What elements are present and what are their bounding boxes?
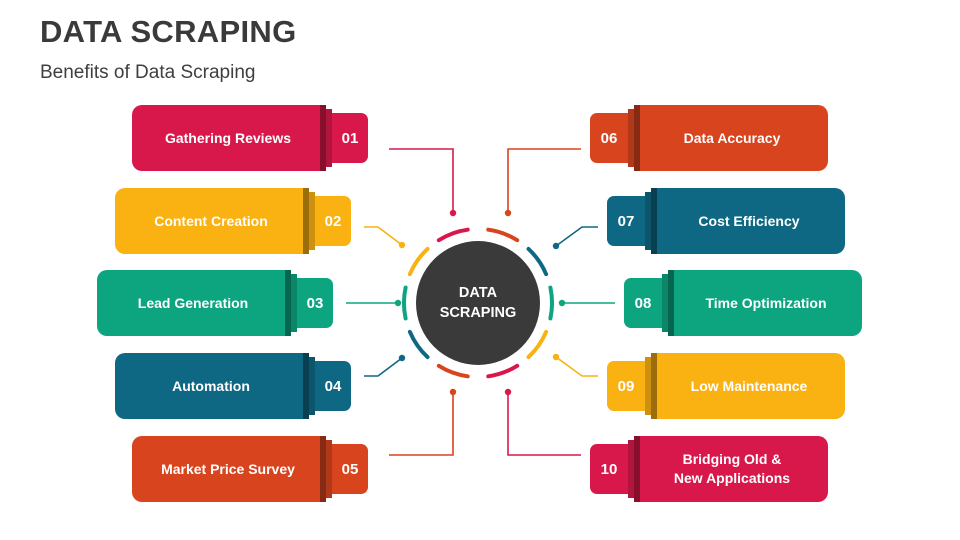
connector-dot-6 — [504, 209, 512, 217]
left-item-2-stripe-inner — [309, 192, 315, 250]
left-item-1-label: Gathering Reviews — [164, 129, 292, 146]
left-item-2-number-badge: 02 — [315, 196, 351, 246]
left-item-4-number: 04 — [324, 377, 342, 395]
connector-line-4 — [364, 357, 403, 377]
right-item-1-stripe-inner — [628, 109, 634, 167]
right-item-3-card: Time Optimization — [670, 270, 862, 336]
right-item-4-stripe-outer — [651, 353, 657, 419]
right-item-5-number-badge: 10 — [590, 444, 628, 494]
right-item-1-stripe-outer — [634, 105, 640, 171]
right-item-5-stripe-inner — [628, 440, 634, 498]
right-item-1-label: Data Accuracy — [683, 129, 781, 146]
right-item-5-number: 10 — [600, 460, 618, 478]
arc-segment-6 — [486, 363, 520, 379]
left-item-3-stripe-inner — [291, 274, 297, 332]
connector-dot-9 — [552, 353, 560, 361]
right-item-1-number-badge: 06 — [590, 113, 628, 163]
left-item-1-number-badge: 01 — [332, 113, 368, 163]
left-item-3-label: Lead Generation — [137, 294, 249, 311]
arc-segment-7 — [436, 363, 470, 379]
left-item-4-stripe-outer — [303, 353, 309, 419]
right-item-5-label: Bridging Old & New Applications — [673, 451, 791, 486]
connector-dot-10 — [504, 388, 512, 396]
right-item-2-number: 07 — [617, 212, 635, 230]
arc-segment-3 — [526, 246, 549, 277]
arc-segment-10 — [407, 246, 430, 277]
right-item-3-number-badge: 08 — [624, 278, 662, 328]
right-item-1-number: 06 — [600, 129, 618, 147]
right-item-2-stripe-outer — [651, 188, 657, 254]
right-item-5-card: Bridging Old & New Applications — [636, 436, 828, 502]
left-item-1-card: Gathering Reviews — [132, 105, 324, 171]
center-label: DATA SCRAPING — [439, 285, 517, 321]
left-item-4-number-badge: 04 — [315, 361, 351, 411]
left-item-4-label: Automation — [172, 377, 250, 394]
left-item-3-card: Lead Generation — [97, 270, 289, 336]
right-item-4-label: Low Maintenance — [690, 377, 808, 394]
connector-line-9 — [555, 356, 598, 377]
left-item-3-stripe-outer — [285, 270, 291, 336]
left-item-4-stripe-inner — [309, 357, 315, 415]
left-item-5-stripe-outer — [320, 436, 326, 502]
left-item-5-card: Market Price Survey — [132, 436, 324, 502]
arc-segment-5 — [526, 329, 549, 360]
arc-segment-8 — [407, 329, 430, 360]
connector-line-6 — [507, 148, 581, 213]
connector-dot-4 — [398, 354, 406, 362]
right-item-3-stripe-inner — [662, 274, 668, 332]
page-title: DATA SCRAPING — [40, 14, 297, 49]
left-item-3-number-badge: 03 — [297, 278, 333, 328]
left-item-4-card: Automation — [115, 353, 307, 419]
left-item-2-label: Content Creation — [154, 212, 268, 229]
right-item-2-label: Cost Efficiency — [698, 212, 800, 229]
left-item-3-number: 03 — [306, 294, 324, 312]
left-item-1-stripe-inner — [326, 109, 332, 167]
right-item-4-card: Low Maintenance — [653, 353, 845, 419]
left-item-1-number: 01 — [341, 129, 359, 147]
connector-line-10 — [507, 392, 581, 456]
left-item-5-number: 05 — [341, 460, 359, 478]
right-item-4-number-badge: 09 — [607, 361, 645, 411]
left-item-1-stripe-outer — [320, 105, 326, 171]
right-item-2-stripe-inner — [645, 192, 651, 250]
connector-line-5 — [389, 392, 454, 456]
connector-dot-1 — [449, 209, 457, 217]
right-item-5-stripe-outer — [634, 436, 640, 502]
right-item-3-number: 08 — [634, 294, 652, 312]
right-item-1-card: Data Accuracy — [636, 105, 828, 171]
connector-dot-3 — [394, 299, 402, 307]
arc-segment-2 — [486, 227, 520, 243]
page-subtitle: Benefits of Data Scraping — [40, 62, 256, 83]
connector-line-2 — [364, 226, 403, 246]
right-item-2-card: Cost Efficiency — [653, 188, 845, 254]
connector-line-7 — [555, 226, 598, 247]
right-item-3-stripe-outer — [668, 270, 674, 336]
arc-segment-9 — [402, 285, 408, 321]
right-item-2-number-badge: 07 — [607, 196, 645, 246]
left-item-2-stripe-outer — [303, 188, 309, 254]
arc-segment-4 — [548, 285, 554, 321]
left-item-2-card: Content Creation — [115, 188, 307, 254]
left-item-5-label: Market Price Survey — [161, 460, 295, 477]
connector-dot-8 — [558, 299, 566, 307]
center-circle: DATA SCRAPING — [416, 241, 540, 365]
connector-dot-7 — [552, 242, 560, 250]
right-item-4-stripe-inner — [645, 357, 651, 415]
connector-dot-5 — [449, 388, 457, 396]
connector-line-1 — [389, 148, 454, 213]
arc-segment-1 — [436, 227, 470, 243]
right-item-3-label: Time Optimization — [705, 294, 827, 311]
left-item-5-number-badge: 05 — [332, 444, 368, 494]
connector-dot-2 — [398, 241, 406, 249]
left-item-5-stripe-inner — [326, 440, 332, 498]
right-item-4-number: 09 — [617, 377, 635, 395]
left-item-2-number: 02 — [324, 212, 342, 230]
